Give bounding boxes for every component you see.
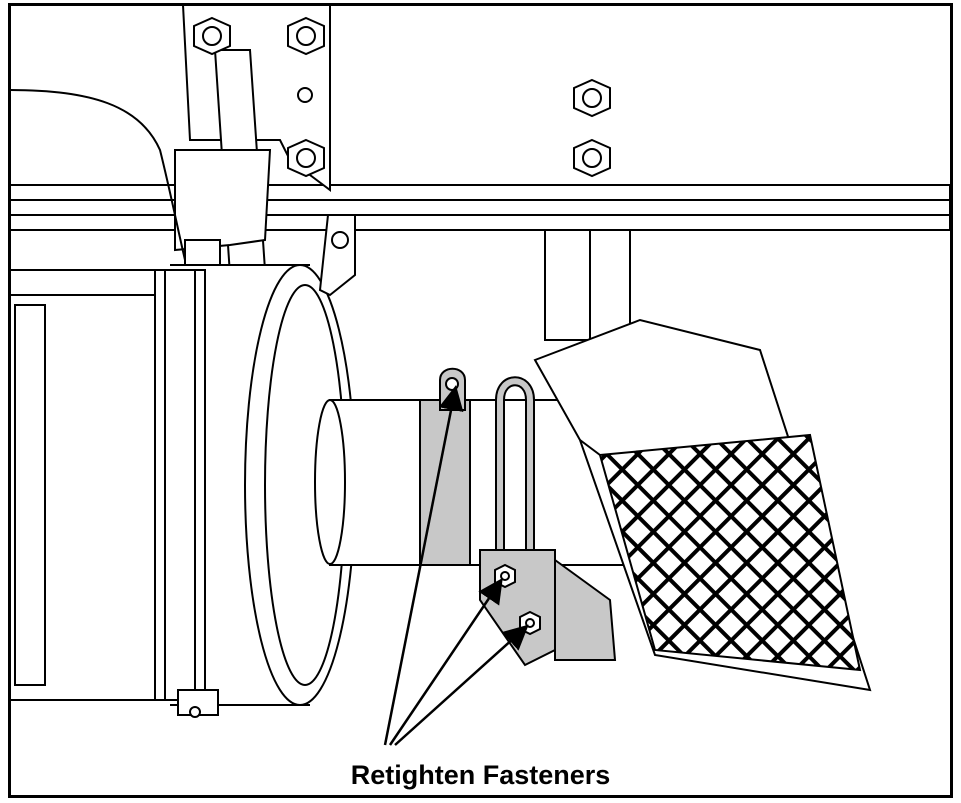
frame-rail	[9, 184, 951, 231]
bolt-icon	[573, 78, 611, 118]
tailpipe-diffuser	[533, 318, 872, 692]
bolt-icon	[287, 138, 325, 178]
lower-clamp-tab	[177, 689, 219, 718]
bolt-icon	[193, 16, 231, 56]
callout-label: Retighten Fasteners	[350, 760, 611, 790]
wire	[9, 89, 186, 261]
strap-ear	[318, 214, 356, 297]
mounting-hole	[297, 87, 313, 103]
callout-arrows	[383, 385, 529, 746]
u-bolt	[495, 376, 535, 560]
hanger-posts	[544, 229, 631, 341]
muffler-body	[9, 264, 356, 706]
bolt-icon	[287, 16, 325, 56]
bolt-icon	[573, 138, 611, 178]
